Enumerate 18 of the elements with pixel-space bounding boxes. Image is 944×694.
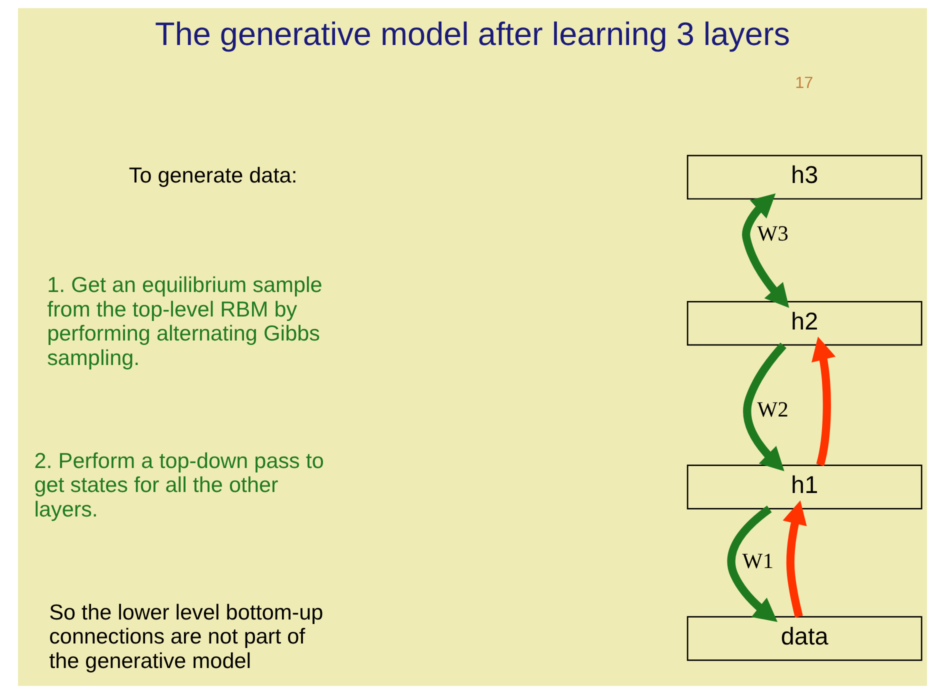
label: 17 [794, 74, 813, 92]
node-box: h3 [686, 154, 922, 200]
label: To generate data: [128, 162, 297, 188]
arrow [811, 336, 836, 466]
node-box: h1 [686, 464, 922, 510]
arrow [782, 500, 806, 618]
node-box: h2 [686, 301, 922, 346]
edge-label: W1 [742, 548, 774, 573]
arrow [742, 342, 786, 472]
label: 1. Get an equilibrium sample from the top-level RBM by performing alternating Gibbs sampling. [46, 272, 322, 370]
label: So the lower level bottom-up connections are not part of the generative model [48, 599, 323, 673]
node-box: data [686, 616, 922, 661]
arrow [726, 506, 778, 622]
arrow [742, 193, 789, 308]
diagram-title: The generative model after learning 3 layers [154, 16, 790, 52]
edge-label: W2 [756, 397, 788, 422]
label: 2. Perform a top-down pass to get states for all the other layers. [34, 448, 324, 522]
edge-label: W3 [756, 222, 788, 246]
